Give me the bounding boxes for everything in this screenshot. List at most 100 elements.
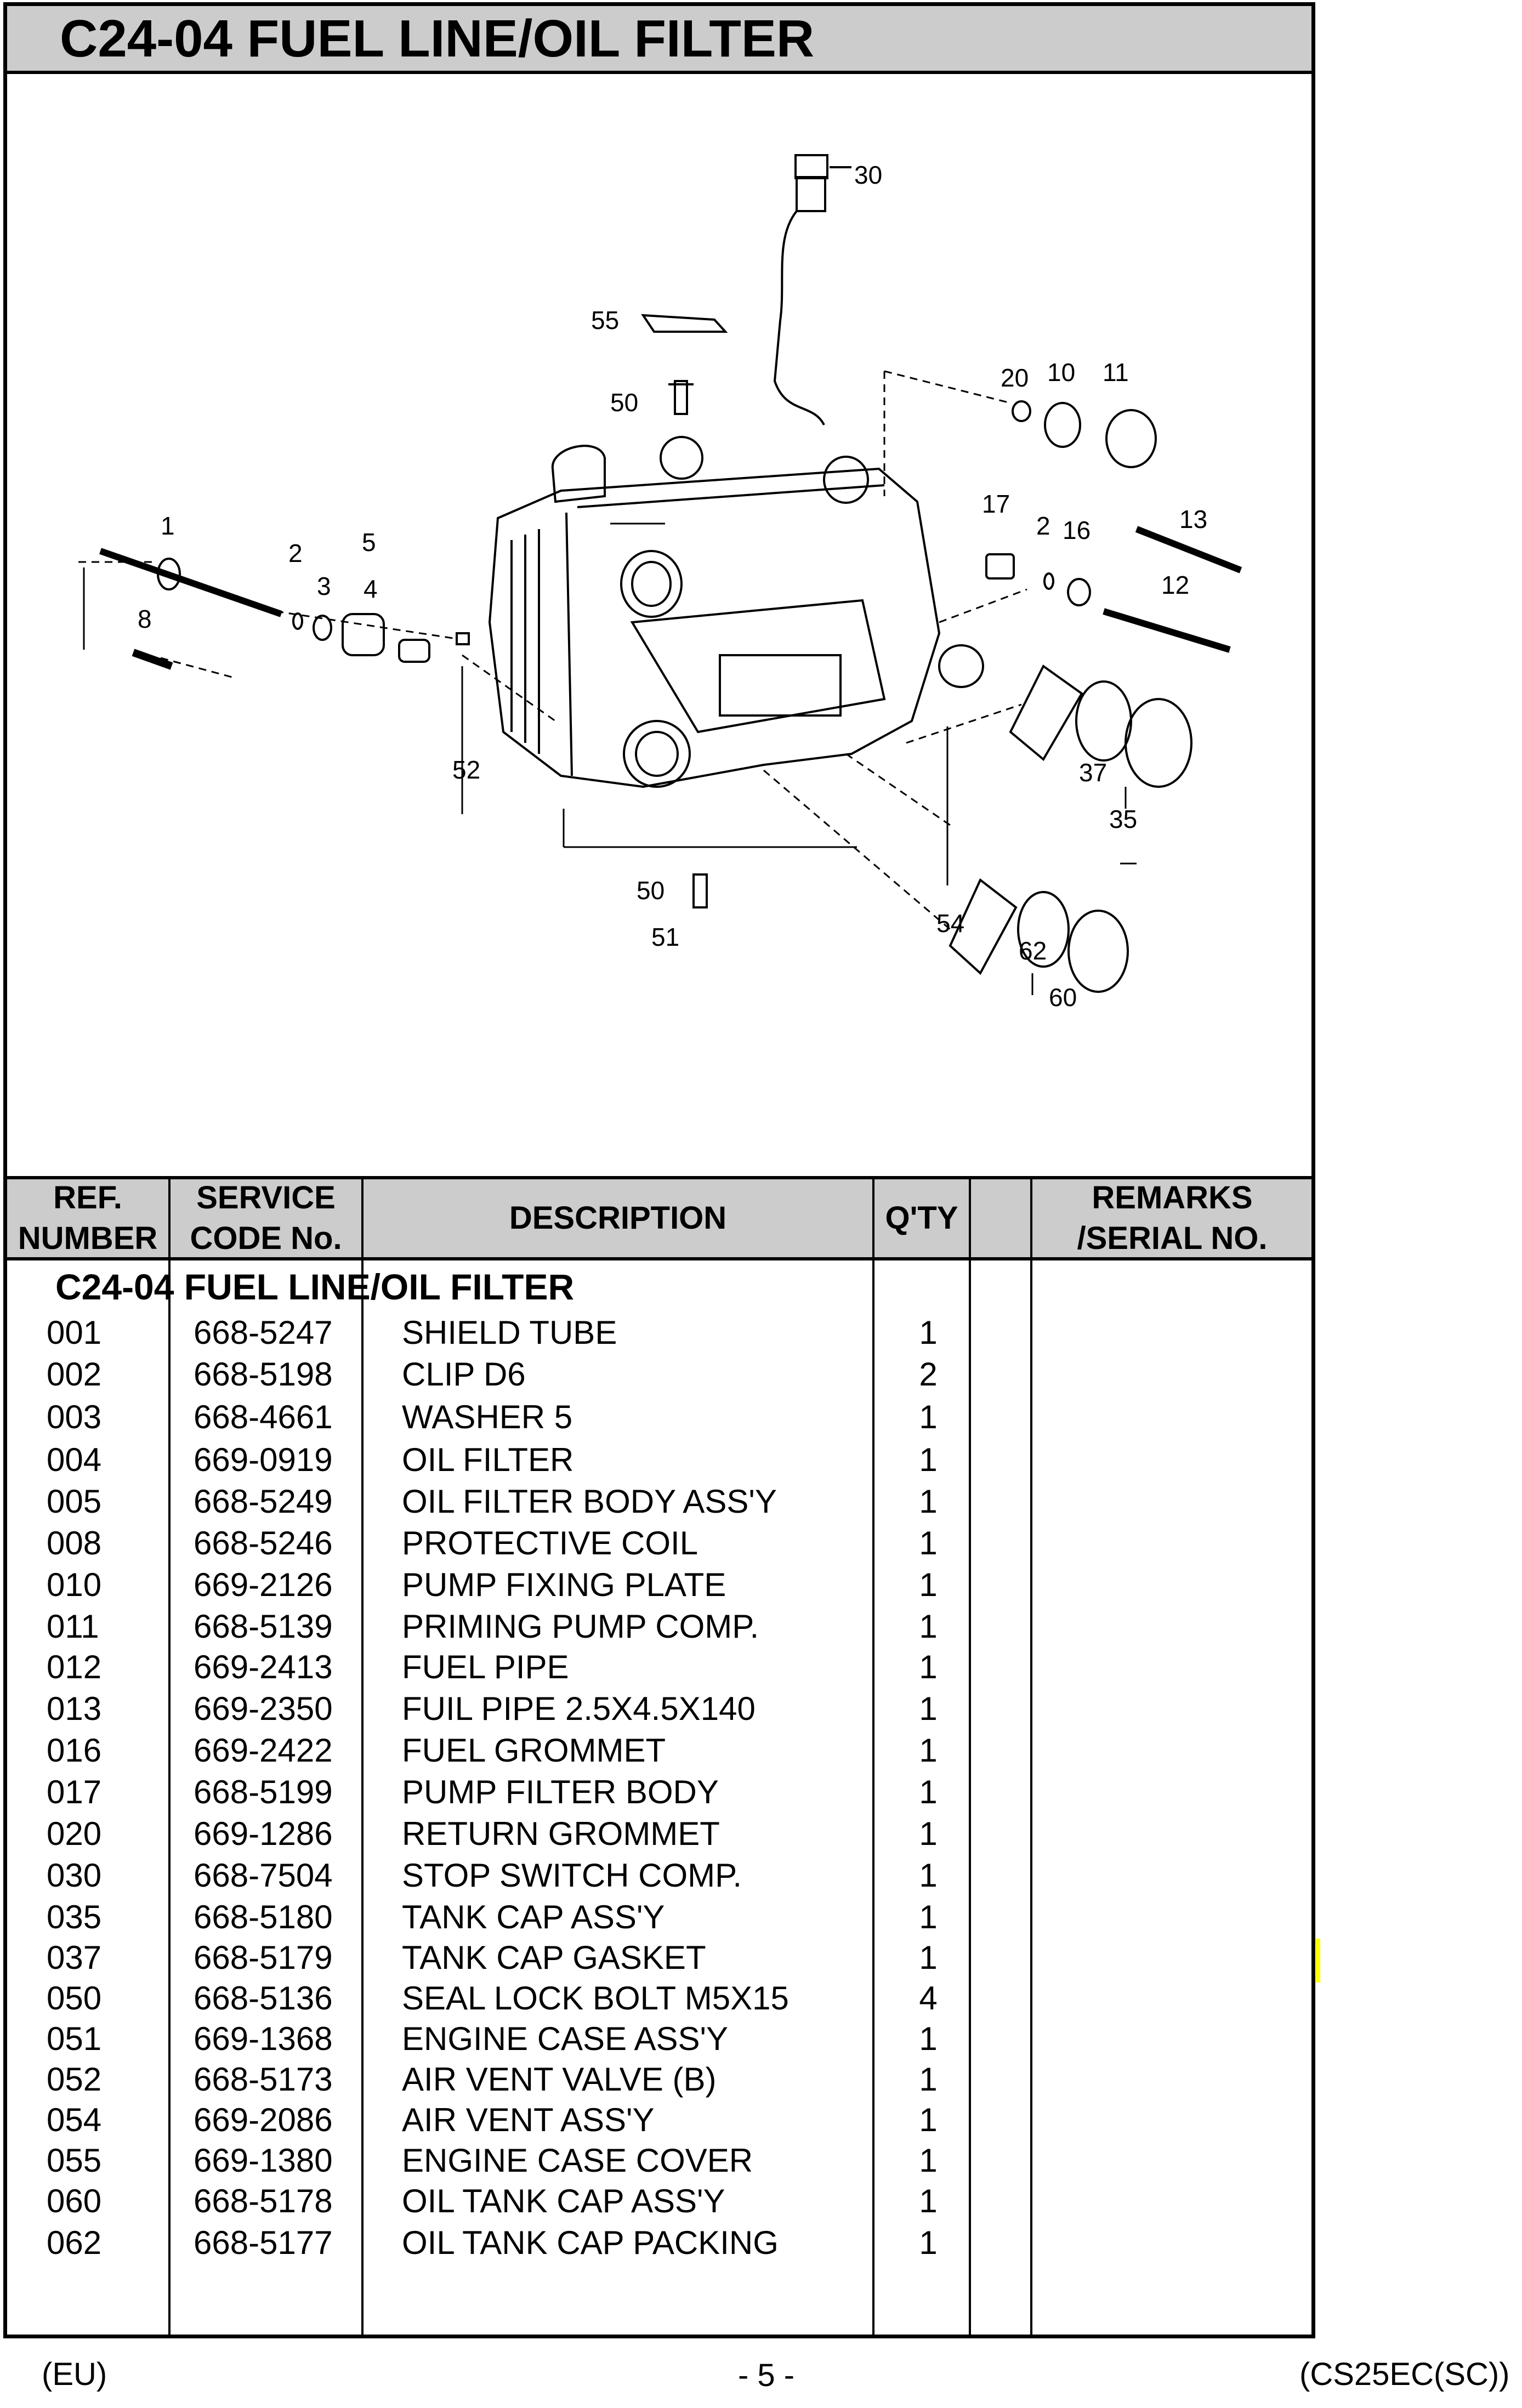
air-vent-part — [938, 644, 984, 688]
ref-number-cell: 011 — [47, 1608, 99, 1645]
callout-30: 30 — [854, 161, 882, 189]
description-cell: SEAL LOCK BOLT M5X15 — [402, 1980, 789, 2017]
callout-10: 10 — [1047, 358, 1075, 387]
callout-8: 8 — [138, 605, 152, 633]
oil-tank-cap-part — [1067, 910, 1129, 993]
diagram-drawing: 30 55 50 20 10 11 17 2 16 13 12 1 2 5 3 … — [78, 154, 1242, 1012]
air-vent-valve-part — [456, 632, 470, 645]
quantity-cell: 1 — [919, 1608, 938, 1645]
header-blank — [971, 1179, 1030, 1257]
ref-number-cell: 020 — [47, 1815, 102, 1852]
quantity-cell: 1 — [919, 1774, 938, 1810]
table-row: 051 669-1368 ENGINE CASE ASS'Y 1 — [7, 2018, 1311, 2060]
quantity-cell: 1 — [919, 2102, 938, 2138]
service-code-cell: 668-4661 — [194, 1399, 333, 1435]
quantity-cell: 1 — [919, 2224, 938, 2261]
title-bar: C24-04 FUEL LINE/OIL FILTER — [7, 6, 1311, 74]
column-rule — [168, 1176, 171, 2338]
quantity-cell: 1 — [919, 2020, 938, 2057]
description-cell: ENGINE CASE ASS'Y — [402, 2020, 728, 2057]
service-code-cell: 668-5246 — [194, 1525, 333, 1561]
header-ref-number: REF. NUMBER — [18, 1180, 158, 1256]
callout-20: 20 — [1001, 364, 1029, 392]
ref-number-cell: 062 — [47, 2224, 102, 2261]
ref-number-cell: 050 — [47, 1980, 102, 2017]
description-cell: SHIELD TUBE — [402, 1314, 617, 1351]
parts-page-frame: C24-04 FUEL LINE/OIL FILTER — [3, 2, 1315, 2338]
quantity-cell: 1 — [919, 2061, 938, 2098]
header-description: DESCRIPTION — [509, 1200, 727, 1236]
stop-switch-body — [796, 176, 826, 212]
header-remarks: REMARKS /SERIAL NO. — [1077, 1180, 1268, 1256]
tank-cap-part — [1125, 698, 1192, 788]
oil-tank-cap-packing-part — [949, 878, 1018, 975]
callout-51: 51 — [651, 923, 679, 951]
description-cell: PRIMING PUMP COMP. — [402, 1608, 759, 1645]
description-cell: WASHER 5 — [402, 1399, 573, 1435]
callout-55: 55 — [591, 306, 619, 334]
callout-3: 3 — [317, 572, 331, 600]
section-title: C24-04 FUEL LINE/OIL FILTER — [55, 1267, 575, 1307]
description-cell: OIL FILTER — [402, 1441, 574, 1478]
service-code-cell: 668-7504 — [194, 1857, 333, 1894]
header-qty: Q'TY — [885, 1200, 958, 1236]
quantity-cell: 1 — [919, 1815, 938, 1852]
column-rule — [969, 1176, 971, 2338]
column-rule — [1030, 1176, 1032, 2338]
pump-fixing-plate-part — [1044, 402, 1081, 448]
description-cell: PUMP FIXING PLATE — [402, 1566, 726, 1603]
ref-number-cell: 012 — [47, 1649, 102, 1685]
service-code-cell: 669-0919 — [194, 1441, 333, 1478]
return-grommet-part — [1012, 400, 1031, 422]
ref-number-cell: 060 — [47, 2183, 102, 2219]
tank-cap-ring — [1075, 680, 1132, 762]
ref-number-cell: 051 — [47, 2020, 102, 2057]
callout-50-bottom: 50 — [637, 876, 665, 905]
quantity-cell: 1 — [919, 1732, 938, 1769]
description-cell: AIR VENT VALVE (B) — [402, 2061, 717, 2098]
callout-2-right: 2 — [1036, 512, 1050, 540]
quantity-cell: 1 — [919, 1483, 938, 1520]
callout-50-top: 50 — [610, 388, 638, 417]
priming-pump-part — [1105, 409, 1157, 468]
ref-number-cell: 005 — [47, 1483, 102, 1520]
service-code-cell: 669-2086 — [194, 2102, 333, 2138]
ref-number-cell: 008 — [47, 1525, 102, 1561]
callout-37: 37 — [1079, 758, 1107, 787]
callout-60: 60 — [1049, 983, 1077, 1012]
description-cell: PUMP FILTER BODY — [402, 1774, 719, 1810]
quantity-cell: 1 — [919, 1899, 938, 1935]
ref-number-cell: 013 — [47, 1690, 102, 1727]
service-code-cell: 669-2413 — [194, 1649, 333, 1685]
service-code-cell: 668-5139 — [194, 1608, 333, 1645]
bolt-part-bottom — [692, 873, 708, 908]
page-title: C24-04 FUEL LINE/OIL FILTER — [60, 9, 815, 68]
stop-switch-wire — [773, 210, 825, 425]
header-service-code: SERVICE CODE No. — [190, 1180, 342, 1256]
service-code-cell: 669-1368 — [194, 2020, 333, 2057]
description-cell: ENGINE CASE COVER — [402, 2142, 753, 2179]
quantity-cell: 1 — [919, 1939, 938, 1976]
service-code-cell: 669-2422 — [194, 1732, 333, 1769]
ref-number-cell: 037 — [47, 1939, 102, 1976]
description-cell: OIL TANK CAP ASS'Y — [402, 2183, 725, 2219]
callout-11: 11 — [1103, 358, 1129, 387]
washer-part — [313, 615, 332, 641]
callout-16: 16 — [1063, 516, 1091, 544]
description-cell: TANK CAP GASKET — [402, 1939, 706, 1976]
callout-12: 12 — [1161, 571, 1189, 599]
description-cell: FUEL PIPE — [402, 1649, 569, 1685]
